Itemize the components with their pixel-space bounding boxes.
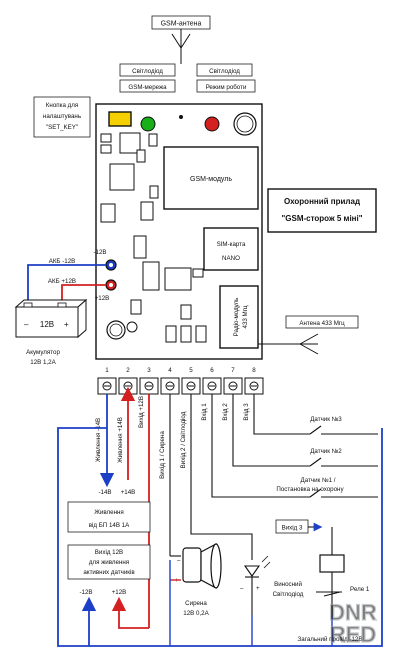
svg-text:Антена 433 Мгц: Антена 433 Мгц [299, 320, 345, 327]
out-12v-box: Вихід 12В для живлення активних датчиків… [67, 544, 151, 596]
svg-text:Виносний: Виносний [274, 581, 302, 588]
svg-text:Вихід 2 / Світлодіод: Вихід 2 / Світлодіод [180, 411, 187, 468]
wire-input-3: Вхід 3 [243, 394, 378, 435]
svg-text:433 Мгц: 433 Мгц [242, 305, 249, 328]
led-mode-caption: Світлодіод Режим роботи [196, 63, 256, 93]
device-title: Охоронний прилад [284, 197, 360, 206]
set-key-button [108, 111, 132, 127]
led-green [140, 116, 156, 132]
remote-led: – + Виносний Світлодіод [240, 555, 304, 615]
svg-text:Живлення +14В: Живлення +14В [117, 417, 124, 463]
svg-text:–: – [177, 557, 181, 564]
svg-text:Радіо-модуль: Радіо-модуль [233, 298, 240, 337]
terminal-number-1: 1 [105, 367, 109, 374]
gsm-antenna: GSM-антена [151, 15, 211, 64]
svg-text:SIM-карта: SIM-карта [217, 241, 246, 248]
svg-text:активних датчиків: активних датчиків [83, 569, 135, 576]
svg-text:АКБ +12В: АКБ +12В [48, 278, 76, 285]
led-red [204, 116, 220, 132]
gsm-module-label: GSM-модуль [190, 176, 232, 183]
device-name: "GSM-сторож 5 міні" [281, 214, 362, 223]
svg-text:Режим роботи: Режим роботи [206, 84, 247, 91]
svg-text:-14В: -14В [98, 489, 111, 496]
main-board: GSM-модуль SIM-карта NANO Радіо-модуль 4… [93, 103, 263, 360]
svg-text:Кнопка для: Кнопка для [46, 102, 78, 109]
sensor-3-label: Датчик №3 [310, 416, 342, 423]
wire-input-1: Вхід 1 [201, 394, 378, 498]
output-3: Вихід 3 [275, 519, 323, 534]
svg-text:Вихід +12В: Вихід +12В [138, 396, 145, 428]
radio-module [219, 285, 259, 349]
terminal-number-5: 5 [189, 367, 193, 374]
svg-text:–: – [240, 585, 244, 592]
svg-text:+12В: +12В [95, 295, 110, 302]
svg-text:Вхід 3: Вхід 3 [243, 403, 250, 421]
battery-value: 12В [40, 320, 54, 329]
svg-text:Акумулятор: Акумулятор [26, 349, 60, 356]
gsm-module [163, 146, 259, 210]
svg-text:12В 1,2А: 12В 1,2А [30, 359, 56, 366]
terminal-number-3: 3 [147, 367, 151, 374]
antenna-433: Антена 433 Мгц [258, 315, 359, 355]
svg-text:Вихід 1 / Сирена: Вихід 1 / Сирена [159, 431, 166, 479]
svg-text:налаштувань: налаштувань [43, 113, 81, 120]
terminal-number-2: 2 [126, 367, 130, 374]
terminal-number-8: 8 [252, 367, 256, 374]
svg-text:Вхід 1: Вхід 1 [201, 403, 208, 421]
sim-card-slot [203, 227, 259, 271]
svg-text:Реле 1: Реле 1 [350, 586, 370, 593]
set-key-caption: Кнопка для налаштувань "SET_KEY" [33, 96, 91, 138]
svg-text:+14В: +14В [121, 489, 136, 496]
svg-text:Світлодіод: Світлодіод [132, 68, 163, 75]
common-wire: Загальний провід -12В [57, 427, 383, 647]
svg-text:+: + [64, 320, 69, 329]
svg-text:+12В: +12В [112, 589, 127, 596]
sensor-2-label: Датчик №2 [310, 448, 342, 455]
wire-supply-plus: Живлення +14В +14В [117, 386, 136, 496]
svg-text:Живлення -14В: Живлення -14В [95, 418, 102, 462]
siren: – + Сирена 12В 0,2А [170, 543, 222, 617]
gsm-antenna-label: GSM-антена [161, 21, 202, 28]
svg-text:GSM-мережа: GSM-мережа [128, 84, 167, 91]
led-gsm-caption: Світлодіод GSM-мережа [119, 63, 176, 93]
svg-text:NANO: NANO [222, 255, 240, 262]
wire-supply-minus: Живлення -14В -14В [95, 394, 115, 496]
wire-led: Вихід 2 / Світлодіод [180, 394, 253, 560]
svg-text:Вихід 12В: Вихід 12В [95, 549, 123, 556]
svg-text:для живлення: для живлення [89, 559, 129, 566]
common-wire-label: Загальний провід -12В [298, 636, 363, 643]
sensor-1-label-2: Постановка на охорону [276, 486, 344, 493]
relay-1: Реле 1 [316, 527, 370, 615]
watermark-logo-2: RED [330, 622, 376, 647]
terminal-block: 1 2 3 4 5 6 7 8 [97, 367, 264, 395]
device-title-box: Охоронний прилад "GSM-сторож 5 міні" [267, 188, 377, 233]
svg-text:Світлодіод: Світлодіод [273, 591, 304, 598]
svg-text:Вхід 2: Вхід 2 [222, 403, 229, 421]
svg-text:12В 0,2А: 12В 0,2А [183, 610, 209, 617]
sensor-1-label: Датчик №1 / [301, 477, 336, 484]
svg-text:-12В: -12В [93, 249, 106, 256]
svg-text:від БП 14В 1А: від БП 14В 1А [89, 522, 130, 529]
svg-text:Живлення: Живлення [94, 509, 124, 516]
wire-siren: Вихід 1 / Сирена [159, 394, 181, 557]
svg-text:Вихід 3: Вихід 3 [282, 525, 303, 532]
battery: АКБ -12В АКБ +12В – 12В + Акумулятор 12В… [14, 258, 106, 366]
terminal-number-4: 4 [168, 367, 172, 374]
terminal-number-7: 7 [231, 367, 235, 374]
svg-text:–: – [24, 320, 29, 329]
svg-text:Сирена: Сирена [185, 600, 207, 607]
wire-input-2: Вхід 2 [222, 394, 378, 467]
svg-text:"SET_KEY": "SET_KEY" [46, 124, 78, 131]
svg-text:АКБ -12В: АКБ -12В [49, 258, 76, 265]
psu-box: Живлення від БП 14В 1А [67, 501, 151, 533]
svg-text:Світлодіод: Світлодіод [209, 68, 240, 75]
terminal-number-6: 6 [210, 367, 214, 374]
svg-text:-12В: -12В [79, 589, 92, 596]
watermark-logo: DNR [329, 600, 377, 625]
svg-text:+: + [256, 585, 260, 592]
